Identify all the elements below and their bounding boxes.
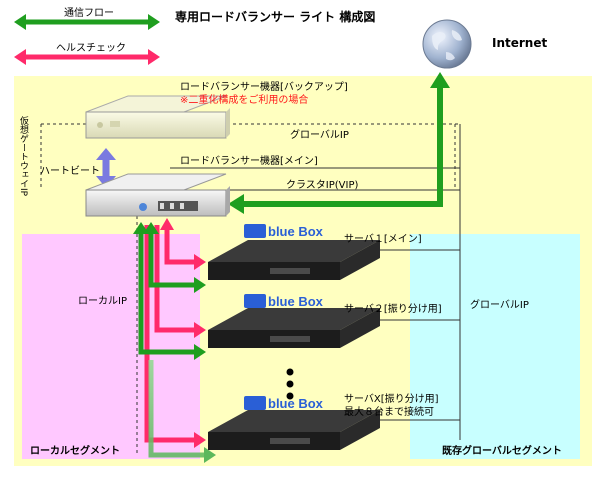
cluster-ip-label: クラスタIP(VIP) (286, 180, 359, 191)
bluebox-brand-3: blue Box (268, 396, 324, 411)
lb-main-device (85, 173, 230, 217)
internet-flow-arrow (228, 72, 450, 214)
legend-health-arrow (14, 49, 160, 65)
lb-backup-note: ※二重化構成をご利用の場合 (180, 95, 309, 106)
heartbeat-label: ハートビート (40, 166, 100, 177)
lb-backup-label: ロードバランサー機器[バックアップ] (180, 82, 348, 93)
server3-sublabel: 最大８台まで接続可 (344, 407, 434, 418)
server2-device (208, 308, 380, 348)
bluebox-logo-2: blue Box (244, 294, 324, 309)
virtual-gateway-label: 仮想ゲートウェイIP (18, 116, 28, 197)
legend-health-label: ヘルスチェック (56, 43, 126, 54)
bluebox-brand-1: blue Box (268, 224, 324, 239)
diagram-title: 専用ロードバランサー ライト 構成図 (175, 10, 376, 24)
lb-backup-device (85, 95, 230, 139)
server2-label: サーバ２[振り分け用] (344, 304, 442, 315)
pink-region (22, 234, 200, 459)
cyan-region (410, 234, 580, 459)
lb-main-label: ロードバランサー機器[メイン] (180, 156, 318, 167)
server3-device (208, 410, 380, 450)
local-segment-label: ローカルセグメント (30, 446, 120, 457)
bluebox-logo-1: blue Box (244, 224, 324, 239)
bluebox-brand-2: blue Box (268, 294, 324, 309)
server1-device (208, 240, 380, 280)
ellipsis-dots (286, 368, 294, 400)
server1-label: サーバ１[メイン] (344, 234, 422, 245)
legend-comm-arrow (14, 14, 160, 30)
comm-flow-arrows (133, 222, 216, 463)
server3-label: サーバX[振り分け用] (344, 394, 439, 405)
global-ip-right-label: グローバルIP (470, 300, 529, 311)
global-ip-label: グローバルIP (290, 130, 349, 141)
existing-global-segment-label: 既存グローバルセグメント (442, 446, 562, 457)
health-check-arrows (144, 218, 206, 448)
local-ip-label: ローカルIP (78, 296, 127, 307)
legend-comm-label: 通信フロー (64, 8, 114, 19)
internet-label: Internet (492, 36, 548, 50)
internet-globe-icon (422, 19, 472, 69)
bluebox-logo-3: blue Box (244, 396, 324, 411)
